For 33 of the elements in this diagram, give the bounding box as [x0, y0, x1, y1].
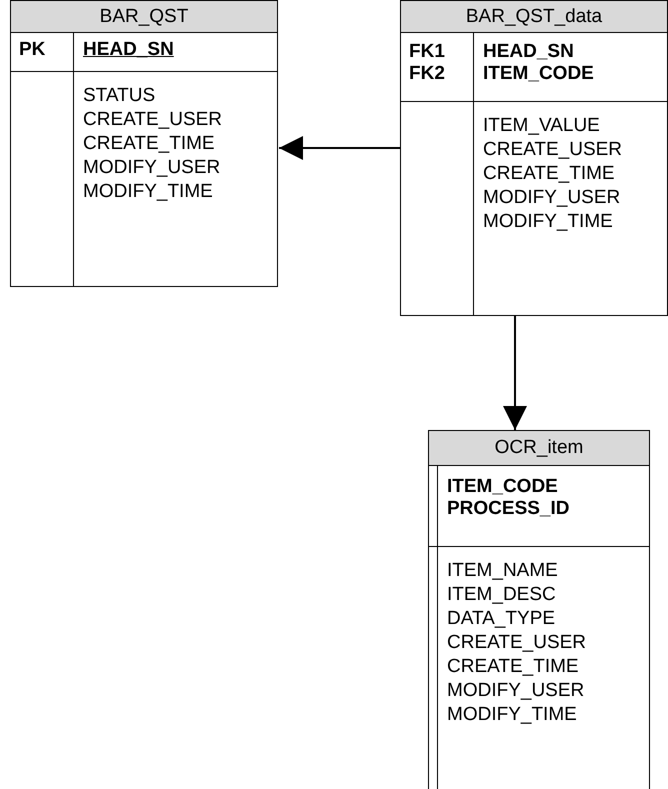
column-name: MODIFY_USER: [447, 680, 584, 702]
column-name: CREATE_TIME: [447, 656, 579, 678]
key-column-name: ITEM_CODE: [447, 476, 558, 498]
column-name: STATUS: [83, 85, 156, 107]
column-name: ITEM_DESC: [447, 584, 556, 606]
key-label: FK1: [409, 41, 445, 63]
column-name: MODIFY_TIME: [83, 181, 213, 203]
column-name: ITEM_NAME: [447, 560, 558, 582]
column-name: MODIFY_TIME: [483, 211, 613, 233]
table-title: BAR_QST_data: [401, 1, 667, 33]
table-title: OCR_item: [429, 431, 649, 466]
table-box: [428, 430, 650, 789]
arrow: [503, 316, 527, 430]
key-label: FK2: [409, 63, 445, 85]
key-column-name: PROCESS_ID: [447, 498, 570, 520]
column-name: ITEM_VALUE: [483, 115, 600, 137]
column-name: CREATE_TIME: [83, 133, 215, 155]
key-label: PK: [19, 39, 46, 61]
key-column-name: ITEM_CODE: [483, 63, 594, 85]
arrow: [279, 136, 400, 160]
key-column-name: HEAD_SN: [483, 41, 574, 63]
column-name: CREATE_USER: [447, 632, 586, 654]
table-box: [10, 0, 278, 287]
column-name: MODIFY_USER: [83, 157, 220, 179]
column-name: DATA_TYPE: [447, 608, 556, 630]
table-title: BAR_QST: [11, 1, 277, 33]
column-name: CREATE_TIME: [483, 163, 615, 185]
column-name: MODIFY_TIME: [447, 704, 577, 726]
table-box: [400, 0, 668, 316]
column-name: CREATE_USER: [83, 109, 222, 131]
column-name: CREATE_USER: [483, 139, 622, 161]
column-name: MODIFY_USER: [483, 187, 620, 209]
key-column-name: HEAD_SN: [83, 39, 174, 61]
